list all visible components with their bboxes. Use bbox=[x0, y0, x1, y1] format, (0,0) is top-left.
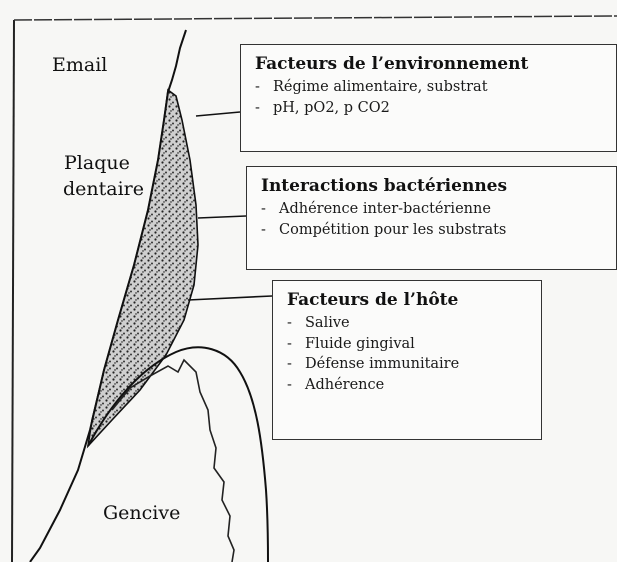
label-plaque-line2: dentaire bbox=[63, 176, 144, 202]
label-gencive: Gencive bbox=[103, 500, 180, 526]
list-item: -Défense immunitaire bbox=[287, 354, 531, 375]
box-environment-factors: Facteurs de l’environnement -Régime alim… bbox=[240, 44, 617, 152]
list-item: -Régime alimentaire, substrat bbox=[255, 77, 606, 98]
box-host-list: -Salive -Fluide gingival -Défense immuni… bbox=[287, 313, 531, 395]
list-item: -Salive bbox=[287, 313, 531, 334]
frame-top bbox=[14, 16, 617, 20]
box-environment-list: -Régime alimentaire, substrat -pH, pO2, … bbox=[255, 77, 606, 118]
label-email: Email bbox=[52, 52, 107, 78]
connector-bacterial bbox=[198, 216, 246, 218]
box-bacterial-interactions: Interactions bactériennes -Adhérence int… bbox=[246, 166, 617, 270]
list-item: -pH, pO2, p CO2 bbox=[255, 98, 606, 119]
list-item: -Fluide gingival bbox=[287, 334, 531, 355]
list-item: -Adhérence bbox=[287, 375, 531, 396]
box-bacterial-list: -Adhérence inter-bactérienne -Compétitio… bbox=[261, 199, 606, 240]
box-host-title: Facteurs de l’hôte bbox=[287, 289, 531, 311]
frame-left bbox=[12, 20, 14, 562]
box-host-factors: Facteurs de l’hôte -Salive -Fluide gingi… bbox=[272, 280, 542, 440]
box-bacterial-title: Interactions bactériennes bbox=[261, 175, 606, 197]
label-plaque-line1: Plaque bbox=[64, 150, 130, 176]
connector-host bbox=[188, 296, 272, 300]
list-item: -Compétition pour les substrats bbox=[261, 220, 606, 241]
connector-environment bbox=[196, 112, 240, 116]
list-item: -Adhérence inter-bactérienne bbox=[261, 199, 606, 220]
box-environment-title: Facteurs de l’environnement bbox=[255, 53, 606, 75]
plaque-shape bbox=[88, 90, 198, 446]
